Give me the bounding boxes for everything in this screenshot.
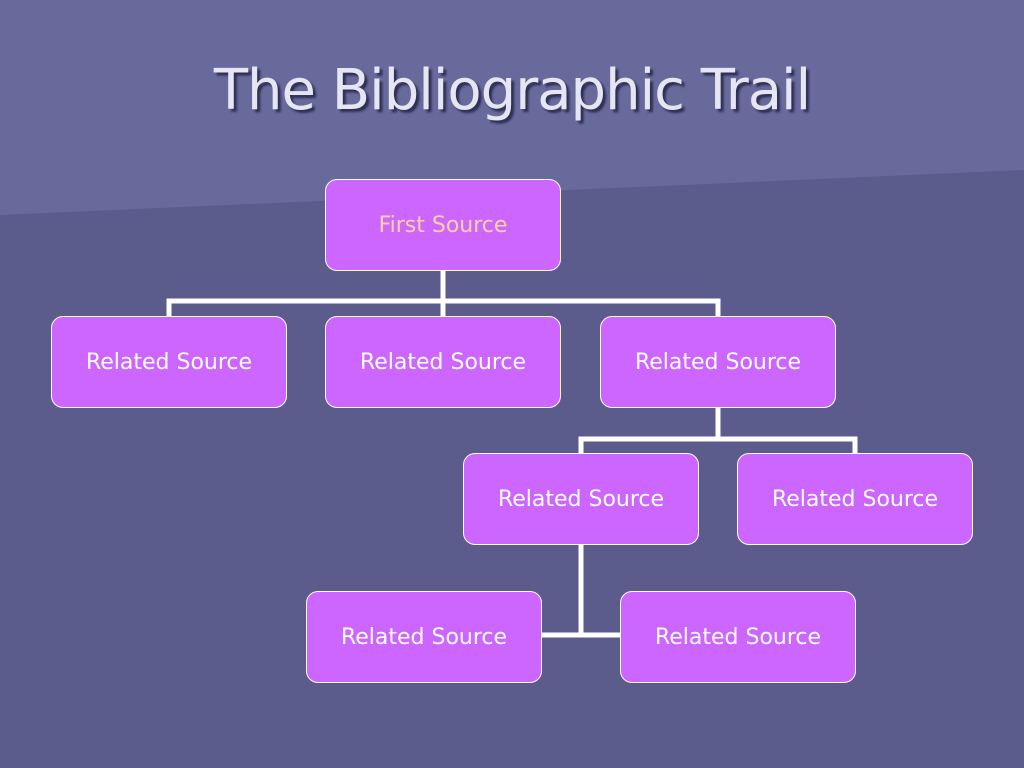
node-related-source: Related Source	[306, 591, 542, 683]
node-related-source: Related Source	[51, 316, 287, 408]
slide-title: The Bibliographic Trail	[213, 58, 811, 123]
node-related-source: Related Source	[325, 316, 561, 408]
node-related-source: Related Source	[600, 316, 836, 408]
node-related-source: Related Source	[737, 453, 973, 545]
node-related-source: Related Source	[620, 591, 856, 683]
node-first-source: First Source	[325, 179, 561, 271]
node-related-source: Related Source	[463, 453, 699, 545]
